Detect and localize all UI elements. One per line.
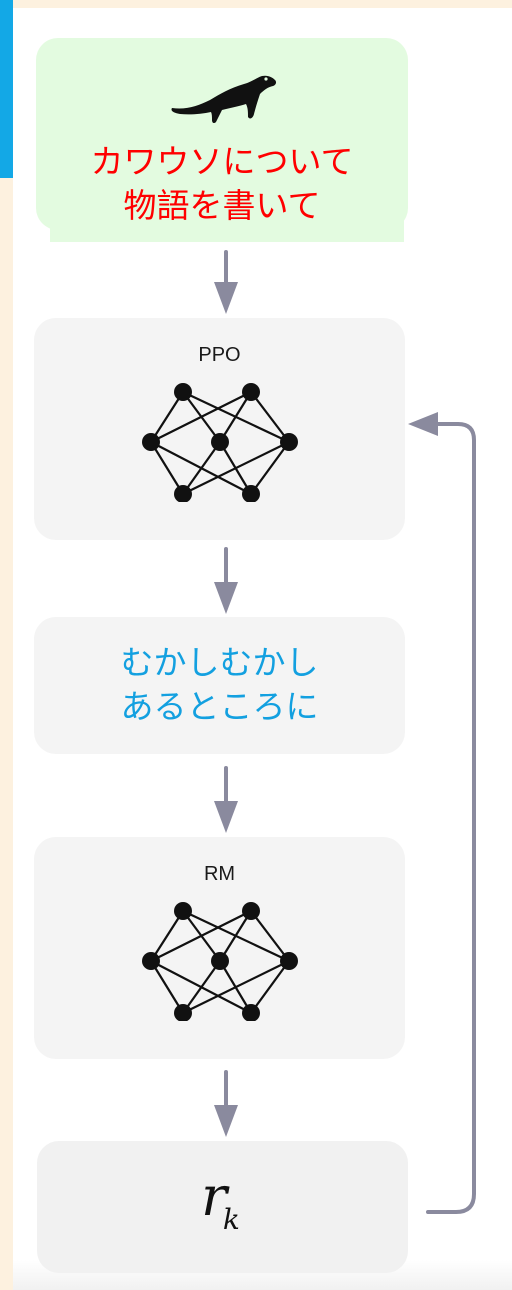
prompt-text: カワウソについて 物語を書いて [90,142,354,225]
neural-network-icon [141,382,299,506]
generated-text: むかしむかし あるところに [120,643,319,726]
reward-box: rk [37,1141,408,1273]
reward-symbol: rk [37,1165,408,1236]
prompt-box [36,38,408,230]
reward-symbol-letter: r [201,1165,227,1228]
rm-label: RM [203,863,236,885]
otter-icon [168,70,280,130]
ppo-label: PPO [198,344,241,366]
accent-bar [0,0,13,178]
neural-network-icon [141,901,299,1025]
prompt-box-tab [50,215,404,242]
reward-symbol-subscript: k [222,1203,240,1236]
reward-model-box: RM [34,837,405,1059]
generated-text-box: むかしむかし あるところに [34,617,405,754]
top-strip [0,0,512,8]
ppo-policy-box: PPO [34,318,405,540]
